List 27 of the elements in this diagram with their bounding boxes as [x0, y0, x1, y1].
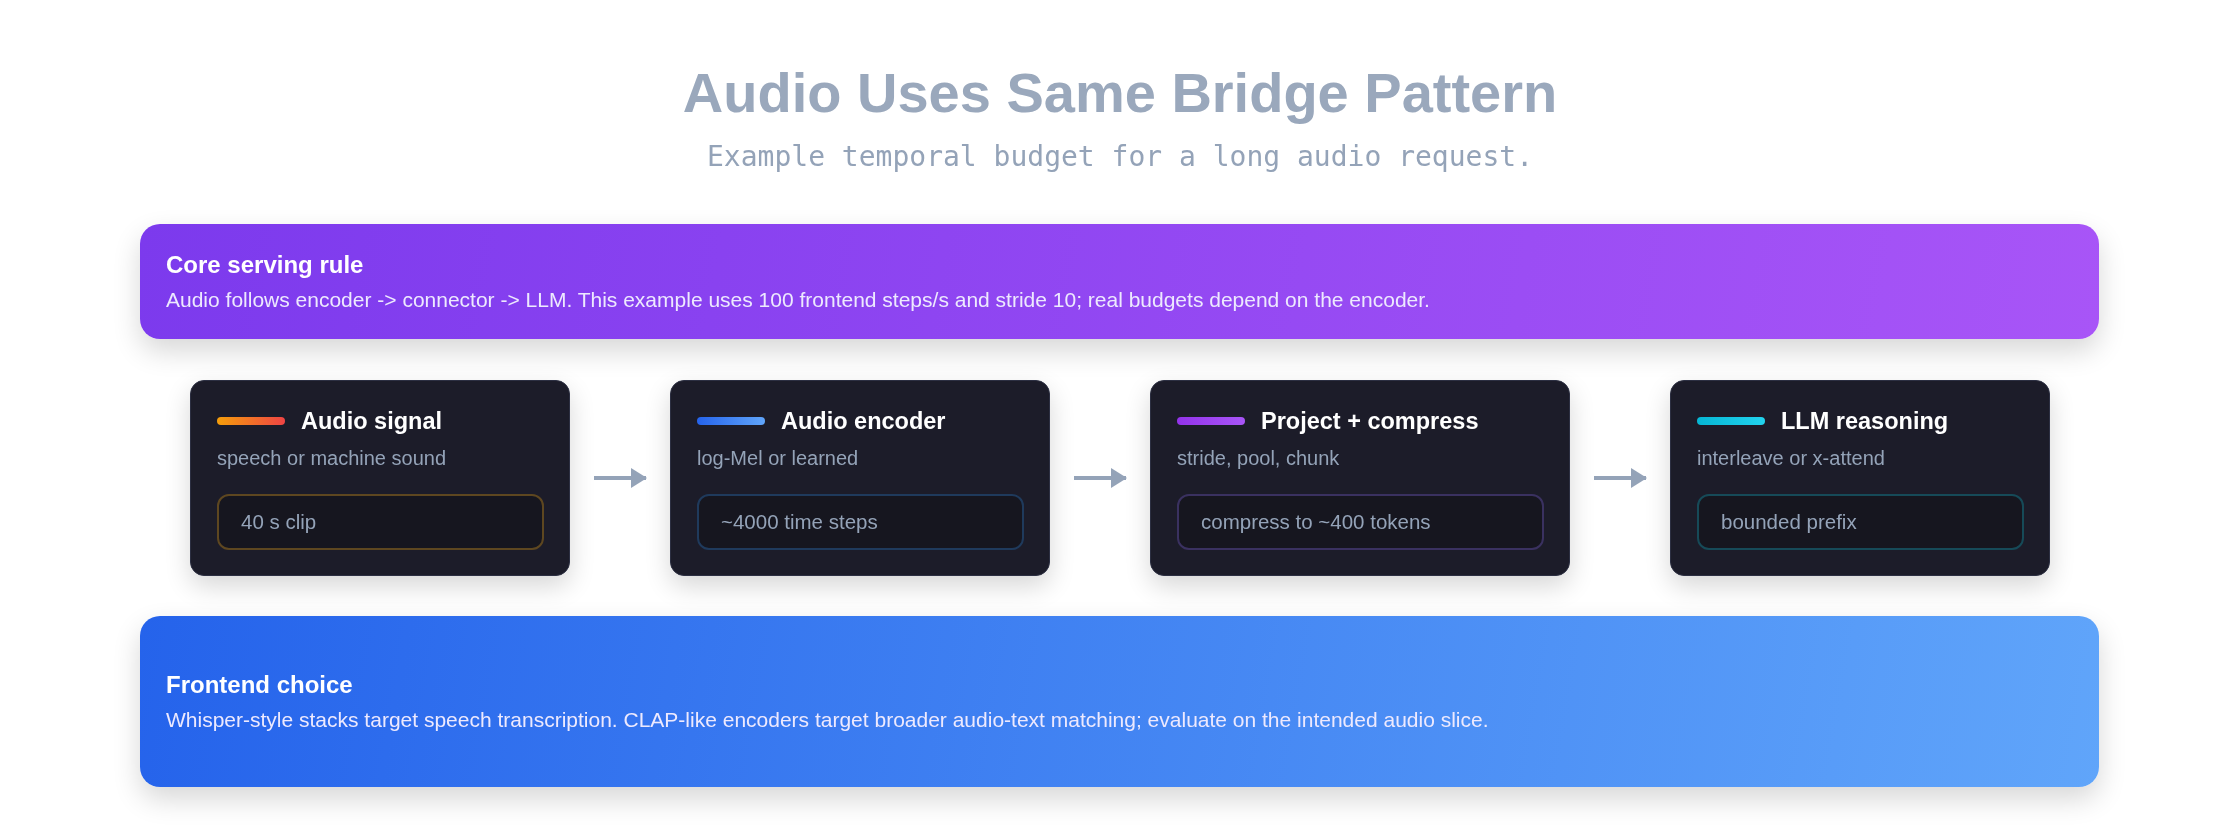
panel-heading: Core serving rule: [166, 249, 364, 280]
diagram-subtitle: Example temporal budget for a long audio request.: [707, 139, 1533, 175]
card-subtitle: log-Mel or learned: [697, 446, 859, 471]
card-title: Audio signal: [301, 407, 442, 436]
card-title: LLM reasoning: [1781, 407, 1949, 436]
info-panel: [140, 616, 2099, 787]
arrow: [1594, 468, 1647, 488]
value-box: 40 s clip: [217, 494, 544, 550]
process-card: [670, 380, 1050, 576]
diagram-title: Audio Uses Same Bridge Pattern: [682, 60, 1558, 126]
value-box: ~4000 time steps: [697, 494, 1024, 550]
value-box: bounded prefix: [1697, 494, 2024, 550]
panel-text: Whisper-style stacks target speech transcription. CLAP-like encoders target broader audio-text matching; evaluate on the intended audio slice.: [166, 706, 1489, 733]
card-subtitle: speech or machine sound: [217, 446, 447, 471]
process-card: [1150, 380, 1570, 576]
card-subtitle: interleave or x-attend: [1697, 446, 1885, 471]
value-box: compress to ~400 tokens: [1177, 494, 1544, 550]
card-title: Project + compress: [1261, 407, 1479, 436]
card-subtitle: stride, pool, chunk: [1177, 446, 1340, 471]
panel-heading: Frontend choice: [166, 669, 353, 700]
arrow: [594, 468, 647, 488]
card-title: Audio encoder: [781, 407, 946, 436]
process-card: [190, 380, 570, 576]
process-card: [1670, 380, 2050, 576]
arrow: [1074, 468, 1127, 488]
info-panel: [140, 224, 2099, 339]
panel-text: Audio follows encoder -> connector -> LLM. This example uses 100 frontend steps/s and stride 10; real budgets depend on the encoder.: [166, 286, 1430, 313]
